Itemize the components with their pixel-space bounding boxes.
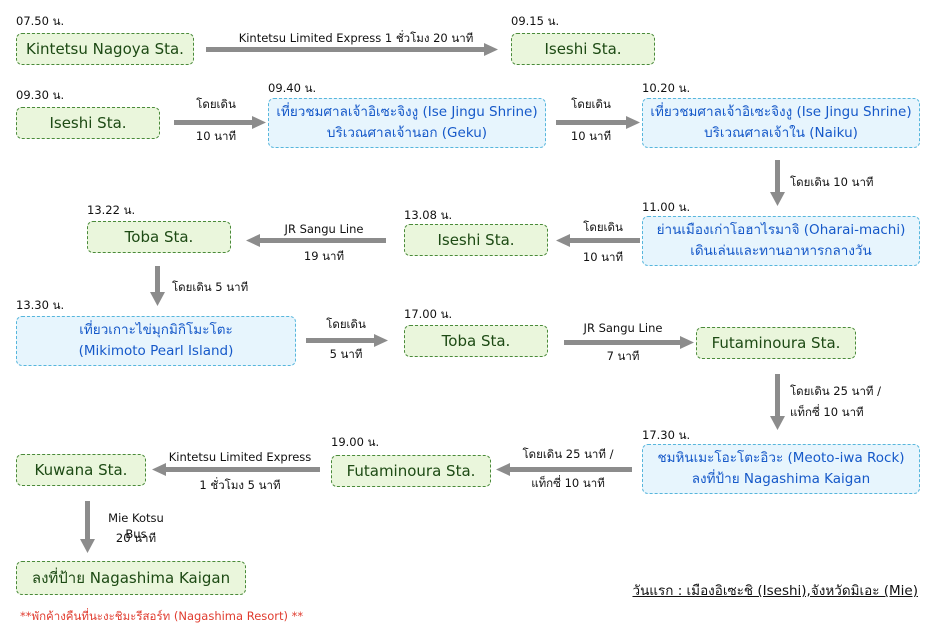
attraction-naiku: เที่ยวชมศาลเจ้าอิเซะจิงงู (Ise Jingu Shr…: [642, 98, 920, 148]
transit-label-a8-line2: 5 นาที: [329, 347, 363, 361]
arrow-a7: [150, 266, 165, 306]
attraction-geku: เที่ยวชมศาลเจ้าอิเซะจิงงู (Ise Jingu Shr…: [268, 98, 546, 148]
attraction-line1: เที่ยวเกาะไข่มุกมิกิโมะโตะ: [79, 322, 233, 338]
time-1020: 10.20 น.: [642, 81, 691, 95]
transit-label-a6-line1: JR Sangu Line: [284, 222, 364, 236]
station-label: Iseshi Sta.: [437, 231, 515, 249]
station-toba-1: Toba Sta.: [87, 221, 231, 253]
arrow-a1: [206, 43, 498, 56]
transit-label-a6-line2: 19 นาที: [303, 249, 345, 263]
station-iseshi-1: Iseshi Sta.: [511, 33, 655, 65]
arrow-a4: [770, 160, 785, 206]
transit-label-a2-line1: โดยเดิน: [196, 97, 236, 111]
transit-label-a8-line1: โดยเดิน: [326, 317, 366, 331]
attraction-mikimoto-pearl: เที่ยวเกาะไข่มุกมิกิโมะโตะ (Mikimoto Pea…: [16, 316, 296, 366]
arrow-a11: [496, 463, 632, 476]
station-kuwana: Kuwana Sta.: [16, 454, 146, 486]
station-iseshi-3: Iseshi Sta.: [404, 224, 548, 256]
arrow-a3: [556, 116, 640, 129]
attraction-line1: เที่ยวชมศาลเจ้าอิเซะจิงงู (Ise Jingu Shr…: [276, 104, 538, 120]
arrow-a9: [564, 336, 694, 349]
time-1100: 11.00 น.: [642, 200, 691, 214]
station-toba-2: Toba Sta.: [404, 325, 548, 357]
day-title: วันแรก : เมืองอิเซะชิ (Iseshi),จังหวัดมิ…: [632, 583, 918, 599]
time-0940: 09.40 น.: [268, 81, 317, 95]
arrow-a12: [152, 463, 320, 476]
station-label: Kuwana Sta.: [34, 461, 128, 479]
arrow-a8: [306, 334, 388, 347]
transit-label-a3-line2: 10 นาที: [570, 129, 612, 143]
attraction-line1: ย่านเมืองเก่าโอฮาไรมาจิ (Oharai-machi): [656, 222, 906, 238]
station-kintetsu-nagoya: Kintetsu Nagoya Sta.: [16, 33, 194, 65]
transit-label-a3-line1: โดยเดิน: [571, 97, 611, 111]
transit-label-a4: โดยเดิน 10 นาที: [790, 175, 874, 189]
transit-label-a2-line2: 10 นาที: [195, 129, 237, 143]
attraction-line2: ลงที่ป้าย Nagashima Kaigan: [691, 471, 871, 487]
time-1322: 13.22 น.: [87, 203, 136, 217]
transit-label-a11-line2: แท็กซี่ 10 นาที: [531, 476, 605, 490]
transit-label-a1: Kintetsu Limited Express 1 ชั่วโมง 20 นา…: [238, 31, 474, 45]
bus-stop-nagashima-kaigan: ลงที่ป้าย Nagashima Kaigan: [16, 561, 246, 595]
attraction-line2: เดินเล่นและทานอาหารกลางวัน: [690, 243, 872, 259]
station-label: ลงที่ป้าย Nagashima Kaigan: [31, 569, 231, 587]
arrow-a5: [556, 234, 640, 247]
attraction-oharai-machi: ย่านเมืองเก่าโอฮาไรมาจิ (Oharai-machi) เ…: [642, 216, 920, 266]
transit-label-a10-line1: โดยเดิน 25 นาที /: [790, 384, 882, 398]
transit-label-a11-line1: โดยเดิน 25 นาที /: [522, 447, 614, 461]
attraction-line2: บริเวณศาลเจ้าใน (Naiku): [704, 125, 858, 141]
transit-label-a9-line1: JR Sangu Line: [583, 321, 663, 335]
time-1308: 13.08 น.: [404, 208, 453, 222]
transit-label-a9-line2: 7 นาที: [606, 349, 640, 363]
transit-label-a5-line2: 10 นาที: [582, 250, 624, 264]
time-1700: 17.00 น.: [404, 307, 453, 321]
attraction-meoto-iwa: ชมหินเมะโอะโตะอิวะ (Meoto-iwa Rock) ลงที…: [642, 444, 920, 494]
arrow-a10: [770, 374, 785, 430]
station-label: Futaminoura Sta.: [711, 334, 841, 352]
time-1730: 17.30 น.: [642, 428, 691, 442]
transit-label-a5-line1: โดยเดิน: [583, 220, 623, 234]
time-1330: 13.30 น.: [16, 298, 65, 312]
arrow-a13: [80, 501, 95, 553]
transit-label-a10-line2: แท็กซี่ 10 นาที: [790, 405, 864, 419]
attraction-line2: (Mikimoto Pearl Island): [78, 343, 234, 359]
station-futaminoura-1: Futaminoura Sta.: [696, 327, 856, 359]
arrow-a2: [174, 116, 266, 129]
time-0750: 07.50 น.: [16, 14, 65, 28]
time-0915: 09.15 น.: [511, 14, 560, 28]
station-label: Futaminoura Sta.: [346, 462, 476, 480]
transit-label-a13-line1: Mie Kotsu Bus: [108, 511, 164, 541]
transit-label-a13-line2: 20 นาที: [115, 531, 157, 545]
attraction-line1: ชมหินเมะโอะโตะอิวะ (Meoto-iwa Rock): [657, 450, 905, 466]
station-iseshi-2: Iseshi Sta.: [16, 107, 160, 139]
station-label: Toba Sta.: [441, 332, 511, 350]
overnight-note: **พักค้างคืนที่นะงะชิมะรีสอร์ท (Nagashim…: [20, 609, 304, 623]
transit-label-a12-line2: 1 ชั่วโมง 5 นาที: [199, 478, 281, 492]
station-futaminoura-2: Futaminoura Sta.: [331, 455, 491, 487]
transit-label-a12-line1: Kintetsu Limited Express: [168, 450, 312, 464]
transit-label-a7: โดยเดิน 5 นาที: [172, 280, 249, 294]
station-label: Kintetsu Nagoya Sta.: [26, 40, 184, 58]
station-label: Iseshi Sta.: [49, 114, 127, 132]
attraction-line1: เที่ยวชมศาลเจ้าอิเซะจิงงู (Ise Jingu Shr…: [650, 104, 912, 120]
arrow-a6: [246, 234, 386, 247]
station-label: Toba Sta.: [124, 228, 194, 246]
time-1900: 19.00 น.: [331, 435, 380, 449]
time-0930: 09.30 น.: [16, 88, 65, 102]
attraction-line2: บริเวณศาลเจ้านอก (Geku): [326, 125, 488, 141]
station-label: Iseshi Sta.: [544, 40, 622, 58]
